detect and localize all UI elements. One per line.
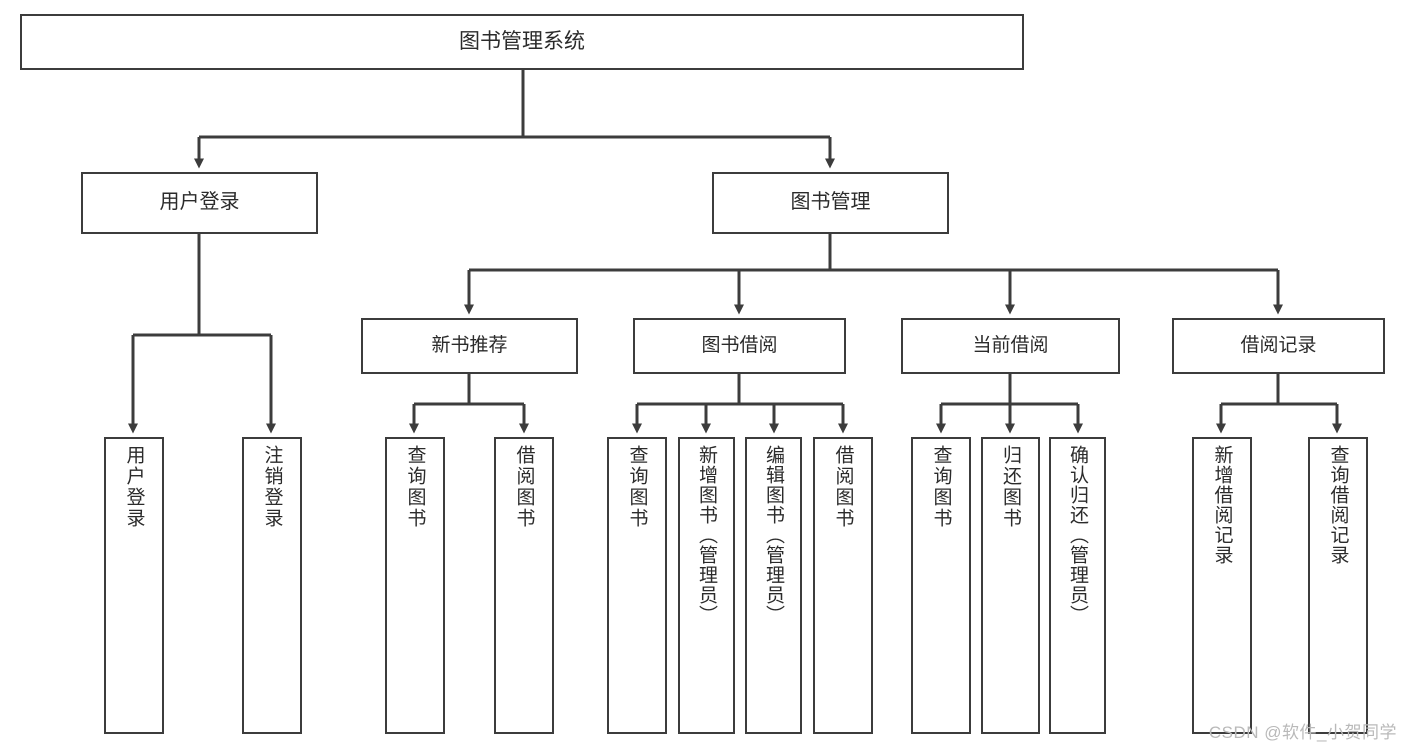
node-label: 查询图书 <box>930 445 952 529</box>
node-label: 图书借阅 <box>701 334 778 356</box>
node-book-management[interactable]: 图书管理 <box>712 172 949 234</box>
leaf-query-borrow-record[interactable]: 查询借阅记录 <box>1308 437 1368 734</box>
node-user-login[interactable]: 用户登录 <box>81 172 318 234</box>
leaf-add-book-admin[interactable]: 新增图书（管理员） <box>678 437 735 734</box>
node-label: 借阅图书 <box>832 445 854 529</box>
node-label: 确认归还（管理员） <box>1067 445 1088 625</box>
node-label: 查询借阅记录 <box>1327 445 1349 565</box>
leaf-logout-login[interactable]: 注销登录 <box>242 437 302 734</box>
leaf-query-book-current[interactable]: 查询图书 <box>911 437 971 734</box>
node-label: 新增借阅记录 <box>1211 445 1233 565</box>
node-label: 查询图书 <box>626 445 648 529</box>
node-label: 查询图书 <box>404 445 426 529</box>
leaf-user-login[interactable]: 用户登录 <box>104 437 164 734</box>
node-root-system[interactable]: 图书管理系统 <box>20 14 1024 70</box>
node-label: 图书管理系统 <box>459 29 585 53</box>
leaf-edit-book-admin[interactable]: 编辑图书（管理员） <box>745 437 802 734</box>
node-label: 借阅记录 <box>1240 334 1317 356</box>
node-label: 借阅图书 <box>513 445 535 529</box>
node-label: 当前借阅 <box>972 334 1049 356</box>
leaf-borrow-book[interactable]: 借阅图书 <box>813 437 873 734</box>
node-label: 图书管理 <box>790 191 871 214</box>
leaf-return-book[interactable]: 归还图书 <box>981 437 1040 734</box>
node-borrow-record[interactable]: 借阅记录 <box>1172 318 1385 374</box>
node-new-book-recommend[interactable]: 新书推荐 <box>361 318 578 374</box>
node-label: 新书推荐 <box>431 334 508 356</box>
node-current-borrow[interactable]: 当前借阅 <box>901 318 1120 374</box>
leaf-query-book-borrow[interactable]: 查询图书 <box>607 437 667 734</box>
leaf-borrow-book-recommend[interactable]: 借阅图书 <box>494 437 554 734</box>
node-label: 注销登录 <box>261 445 283 529</box>
leaf-confirm-return-admin[interactable]: 确认归还（管理员） <box>1049 437 1106 734</box>
node-label: 用户登录 <box>123 445 145 529</box>
node-label: 用户登录 <box>159 191 240 214</box>
csdn-watermark: CSDN @软件_小贺同学 <box>1208 723 1397 742</box>
node-book-borrow[interactable]: 图书借阅 <box>633 318 846 374</box>
node-label: 归还图书 <box>1000 445 1021 529</box>
leaf-query-book-recommend[interactable]: 查询图书 <box>385 437 445 734</box>
node-label: 新增图书（管理员） <box>696 445 717 625</box>
node-label: 编辑图书（管理员） <box>763 445 784 625</box>
leaf-add-borrow-record[interactable]: 新增借阅记录 <box>1192 437 1252 734</box>
